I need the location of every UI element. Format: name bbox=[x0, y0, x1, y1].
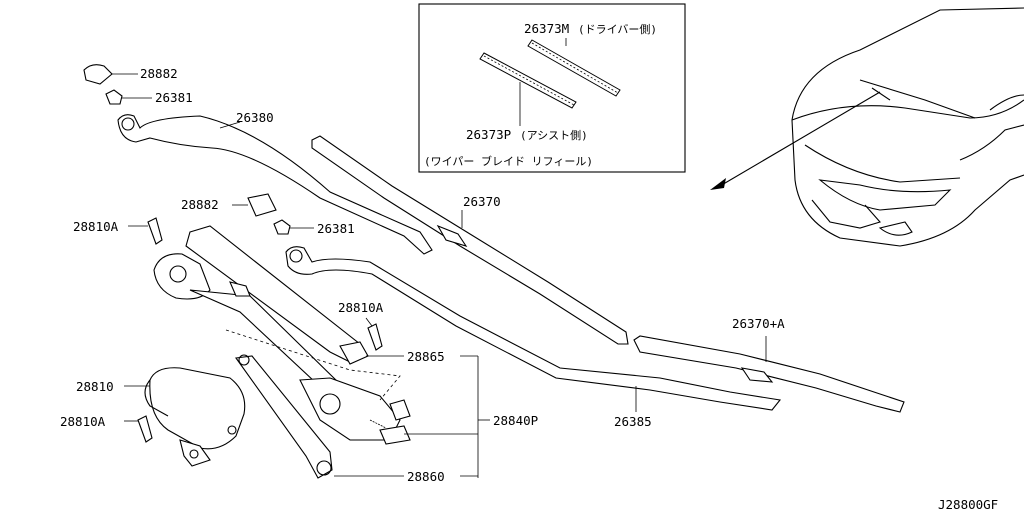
vehicle-wiper-pivot bbox=[871, 87, 891, 101]
leader-28810a-mid bbox=[365, 317, 373, 327]
link-28860-joint-bottom bbox=[316, 460, 332, 476]
label-28882-mid: 28882 bbox=[181, 197, 219, 212]
motor-output-shaft bbox=[227, 425, 237, 435]
label-26370: 26370 bbox=[463, 194, 501, 209]
label-26370a: 26370+A bbox=[732, 316, 785, 331]
wiper-arm-26385 bbox=[273, 219, 782, 412]
linkage-rod-end bbox=[229, 281, 251, 297]
wiper-motor-28810 bbox=[124, 367, 246, 467]
motor-28810-body bbox=[149, 367, 246, 450]
motor-end-cap bbox=[144, 379, 169, 417]
refill-driver-hatch bbox=[531, 42, 619, 94]
vehicle-fog-lamp bbox=[878, 221, 913, 236]
leader-26380 bbox=[219, 121, 241, 129]
wiper-blade-26370 bbox=[311, 135, 629, 345]
vehicle-headlamp bbox=[959, 124, 1024, 161]
wiper-arm-26380 bbox=[83, 64, 433, 255]
vehicle-wiper-location bbox=[859, 79, 976, 119]
motor-mount bbox=[179, 439, 211, 467]
nut-26381-mid bbox=[273, 219, 291, 235]
location-arrow-head bbox=[710, 178, 726, 190]
label-26373p-note: (アシスト側) bbox=[520, 129, 588, 142]
vehicle-windshield-top bbox=[791, 7, 1024, 121]
refill-inset-frame bbox=[418, 3, 686, 173]
link-28860-joint-top bbox=[238, 354, 250, 366]
label-28860: 28860 bbox=[407, 469, 445, 484]
diagram-code: J28800GF bbox=[938, 497, 998, 512]
refill-inset: 26373M (ドライバー側) 26373P (アシスト側) (ワイパー ブレイ… bbox=[418, 3, 686, 173]
cap-28882-top bbox=[83, 64, 113, 85]
label-26373m-note: (ドライバー側) bbox=[578, 23, 657, 36]
vehicle-hood-edge bbox=[804, 144, 961, 183]
label-26381-top: 26381 bbox=[155, 90, 193, 105]
blade-26370a-clip bbox=[740, 367, 774, 383]
vehicle-mirror bbox=[989, 94, 1024, 111]
bushing-28865 bbox=[339, 341, 369, 365]
vehicle-bumper bbox=[791, 119, 1024, 247]
bolt-28810a-mid bbox=[367, 323, 383, 351]
label-26373m: 26373M bbox=[524, 21, 569, 36]
wiper-blade-26370a bbox=[633, 335, 905, 413]
linkage-crank-joint bbox=[379, 425, 411, 445]
label-28865: 28865 bbox=[407, 349, 445, 364]
vehicle-lower-grille bbox=[811, 199, 881, 229]
label-26380: 26380 bbox=[236, 110, 274, 125]
bolt-28810a-top bbox=[147, 217, 163, 245]
refill-assist-hatch bbox=[483, 55, 575, 106]
linkage-crank-arm bbox=[389, 399, 411, 421]
linkage-left-pivot-shaft bbox=[169, 265, 187, 283]
label-28840p: 28840P bbox=[493, 413, 538, 428]
blade-26370-body bbox=[311, 135, 629, 345]
label-28810: 28810 bbox=[76, 379, 114, 394]
linkage-left-pivot bbox=[153, 253, 211, 300]
location-arrow-line bbox=[719, 91, 881, 187]
arm-26380-pivot bbox=[121, 117, 135, 131]
label-28882-top: 28882 bbox=[140, 66, 178, 81]
linkage-right-pivot-shaft bbox=[319, 393, 341, 415]
blade-26370a-body bbox=[633, 335, 905, 413]
vehicle-hood-line bbox=[791, 99, 1024, 121]
arm-26385-pivot bbox=[289, 249, 303, 263]
vehicle-front-illustration bbox=[710, 7, 1024, 247]
wiper-linkage-28840p bbox=[128, 217, 411, 479]
label-26385: 26385 bbox=[614, 414, 652, 429]
label-26373p: 26373P bbox=[466, 127, 511, 142]
nut-26381-top bbox=[105, 89, 123, 105]
label-28810a-top: 28810A bbox=[73, 219, 119, 234]
motor-mount-hole bbox=[189, 449, 199, 459]
cap-28882-mid bbox=[247, 193, 277, 217]
refill-assist-side bbox=[479, 52, 577, 109]
arm-26380-body bbox=[117, 114, 433, 255]
arm-26385-body bbox=[285, 246, 782, 411]
label-28810a-bottom: 28810A bbox=[60, 414, 106, 429]
blade-26370-clip bbox=[436, 224, 468, 247]
refill-caption: (ワイパー ブレイド リフィール) bbox=[424, 154, 593, 168]
linkage-link-28860 bbox=[235, 355, 333, 479]
vehicle-grille bbox=[818, 179, 952, 211]
callout-bracket bbox=[334, 355, 490, 478]
label-26381-mid: 26381 bbox=[317, 221, 355, 236]
label-28810a-mid: 28810A bbox=[338, 300, 384, 315]
bolt-28810a-bottom bbox=[137, 415, 153, 443]
